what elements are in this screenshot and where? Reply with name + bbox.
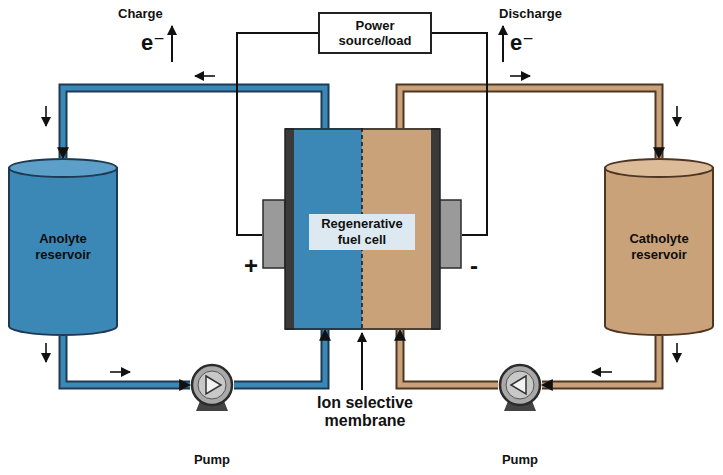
terminal-tab <box>439 200 461 268</box>
flow-arrow <box>510 75 530 77</box>
label-slot: + <box>244 252 258 280</box>
tank-lid <box>9 159 117 177</box>
flow-arrow <box>676 343 678 362</box>
membrane-label: Ion selective membrane <box>295 394 435 430</box>
pump-direction <box>511 376 526 394</box>
electron-label: e⁻ <box>141 30 165 55</box>
node-text: Pump <box>194 452 230 467</box>
pump-symbol <box>190 363 234 413</box>
electron-label: e⁻ <box>510 30 534 55</box>
flow-arrow <box>592 371 612 373</box>
pump: Pump <box>190 363 234 467</box>
node-text: Power source/load <box>324 18 426 48</box>
pipe-flow <box>400 330 498 385</box>
electrolyte-pipe <box>400 330 498 385</box>
label-slot: e⁻ <box>141 30 165 55</box>
cell-outline <box>285 129 440 329</box>
flow-arrow <box>110 371 130 373</box>
pump-direction <box>206 376 221 394</box>
pump-casing <box>192 365 232 405</box>
label-slot: Charge <box>118 6 163 21</box>
label-slot: e⁻ <box>510 30 534 55</box>
flow-arrow <box>45 343 47 362</box>
pipe-wall <box>542 336 659 385</box>
pump-casing <box>500 365 540 405</box>
electrode <box>285 128 294 330</box>
electrolyte-pipe <box>234 330 325 385</box>
pipe-wall <box>400 330 498 385</box>
node-text: Pump <box>502 452 538 467</box>
fuel-cell: Regenerative fuel cell <box>262 128 462 330</box>
leader-arrow <box>361 333 363 390</box>
discharge-arrow <box>502 26 504 62</box>
tank-body <box>605 168 713 335</box>
pump-symbol <box>498 363 542 413</box>
polarity-sign: - <box>470 252 478 280</box>
reservoir-tank: Catholyte reservoir <box>604 158 714 336</box>
label-slot: - <box>470 252 478 280</box>
pipe-flow <box>234 330 325 385</box>
pipe-wall <box>234 330 325 385</box>
label-slot: Discharge <box>499 6 562 21</box>
node-text: Anolyte reservoir <box>15 231 111 263</box>
node-text: Catholyte reservoir <box>611 231 707 263</box>
electrolyte-pipe <box>63 336 190 385</box>
pipe-flow <box>542 336 659 385</box>
pipe-flow <box>63 336 190 385</box>
tank-lid <box>605 159 713 177</box>
mode-label: Charge <box>118 6 163 21</box>
node-text: Regenerative fuel cell <box>309 214 415 250</box>
pump-rotor <box>198 371 226 399</box>
label-slot: Ion selective membrane <box>295 394 435 430</box>
polarity-sign: + <box>244 252 258 280</box>
pump: Pump <box>498 363 542 467</box>
charge-arrow <box>171 26 173 62</box>
mode-label: Discharge <box>499 6 562 21</box>
flow-arrow <box>676 106 678 126</box>
terminal-tab <box>263 200 285 268</box>
flow-arrow <box>195 75 215 77</box>
tank-body <box>9 168 117 335</box>
pipe-wall <box>63 336 190 385</box>
electrode <box>431 128 440 330</box>
reservoir-tank: Anolyte reservoir <box>8 158 118 336</box>
flow-arrow <box>45 106 47 126</box>
power-box: Power source/load <box>318 12 432 54</box>
electrolyte-pipe <box>542 336 659 385</box>
pump-rotor <box>506 371 534 399</box>
